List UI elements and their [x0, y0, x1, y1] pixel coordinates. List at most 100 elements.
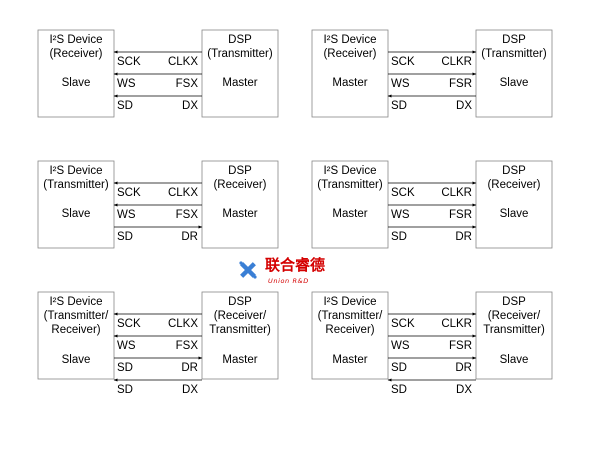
i2s-device-title: (Transmitter/: [318, 310, 384, 322]
dsp-title: (Receiver): [487, 179, 540, 191]
connection-diagram: I²S Device (Receiver) DSP (Transmitter) Slav…: [37, 29, 279, 118]
i2s-device-title: Receiver): [325, 324, 374, 336]
connection-diagram: I²S Device (Transmitter/Receiver) DSP (Rece…: [311, 291, 553, 396]
dsp-title: DSP: [228, 296, 252, 308]
connection-diagram: I²S Device (Transmitter/Receiver) DSP (Rece…: [37, 291, 279, 396]
signal-label-dsp: DX: [456, 100, 472, 112]
signal-label-i2s: SD: [117, 100, 133, 112]
dsp-title: (Transmitter): [481, 48, 547, 60]
i2s-device-title: I²S Device: [323, 165, 376, 177]
i2s-device-title: I²S Device: [323, 296, 376, 308]
i2s-device-title: I²S Device: [49, 165, 102, 177]
signal-label-dsp: FSX: [176, 78, 199, 90]
dsp-role: Slave: [500, 77, 529, 89]
i2s-device-title: Receiver): [51, 324, 100, 336]
signal-label-i2s: SCK: [391, 56, 415, 68]
i2s-device-box: [37, 160, 115, 249]
dsp-title: DSP: [502, 34, 526, 46]
signal-label-dsp: DX: [456, 384, 472, 396]
signal-label-dsp: CLKX: [168, 187, 198, 199]
i2s-device-role: Slave: [62, 354, 91, 366]
signal-label-dsp: DR: [455, 231, 472, 243]
dsp-role: Master: [222, 354, 257, 366]
i2s-device-title: (Transmitter): [43, 179, 109, 191]
dsp-title: (Receiver): [213, 179, 266, 191]
signal-label-i2s: SCK: [391, 318, 415, 330]
dsp-title: (Receiver/: [214, 310, 267, 322]
signal-label-i2s: SCK: [117, 56, 141, 68]
signal-label-dsp: FSX: [176, 340, 199, 352]
dsp-box: [201, 160, 279, 249]
signal-label-i2s: SD: [391, 231, 407, 243]
signal-label-dsp: CLKX: [168, 318, 198, 330]
dsp-role: Slave: [500, 208, 529, 220]
cross-logo-icon: [239, 261, 257, 279]
i2s-device-role: Master: [332, 208, 367, 220]
signal-label-i2s: WS: [117, 340, 136, 352]
dsp-role: Master: [222, 77, 257, 89]
signal-label-i2s: WS: [391, 209, 410, 221]
i2s-device-role: Slave: [62, 77, 91, 89]
signal-label-i2s: SCK: [117, 318, 141, 330]
dsp-box: [475, 29, 553, 118]
signal-label-dsp: FSR: [449, 78, 472, 90]
dsp-title: DSP: [228, 165, 252, 177]
signal-label-dsp: FSR: [449, 340, 472, 352]
signal-label-i2s: WS: [117, 209, 136, 221]
i2s-device-title: I²S Device: [49, 34, 102, 46]
i2s-device-title: I²S Device: [323, 34, 376, 46]
dsp-title: DSP: [502, 165, 526, 177]
signal-label-i2s: SD: [117, 231, 133, 243]
signal-label-dsp: FSX: [176, 209, 199, 221]
signal-label-dsp: DR: [181, 231, 198, 243]
watermark-logo: 联合睿德 Union R&D: [239, 256, 325, 285]
i2s-device-box: [311, 29, 389, 118]
dsp-title: Transmitter): [209, 324, 271, 336]
connection-diagram: I²S Device (Receiver) DSP (Transmitter) Mast…: [311, 29, 553, 118]
signal-label-i2s: SD: [391, 362, 407, 374]
signal-label-dsp: DR: [455, 362, 472, 374]
signal-label-i2s: SD: [117, 384, 133, 396]
signal-label-dsp: DX: [182, 100, 198, 112]
signal-label-i2s: SCK: [117, 187, 141, 199]
i2s-device-box: [311, 160, 389, 249]
signal-label-dsp: DX: [182, 384, 198, 396]
i2s-device-box: [311, 291, 389, 380]
signal-label-i2s: WS: [391, 78, 410, 90]
signal-label-dsp: CLKR: [441, 318, 472, 330]
dsp-title: (Receiver/: [488, 310, 541, 322]
i2s-device-title: (Transmitter/: [44, 310, 110, 322]
signal-label-dsp: CLKR: [441, 56, 472, 68]
i2s-device-title: (Receiver): [323, 48, 376, 60]
signal-label-i2s: SD: [391, 384, 407, 396]
i2s-device-role: Master: [332, 354, 367, 366]
i2s-device-role: Master: [332, 77, 367, 89]
signal-label-dsp: CLKR: [441, 187, 472, 199]
i2s-device-title: (Receiver): [49, 48, 102, 60]
i2s-device-title: I²S Device: [49, 296, 102, 308]
dsp-role: Master: [222, 208, 257, 220]
signal-label-i2s: SD: [391, 100, 407, 112]
dsp-title: DSP: [502, 296, 526, 308]
dsp-box: [475, 160, 553, 249]
connection-diagram: I²S Device (Transmitter) DSP (Receiver) Slav…: [37, 160, 279, 249]
connection-diagram: I²S Device(Transmitter)DSP(Receiver)Mast…: [311, 160, 553, 249]
i2s-device-role: Slave: [62, 208, 91, 220]
i2s-device-box: [37, 291, 115, 380]
dsp-title: DSP: [228, 34, 252, 46]
i2s-device-box: [37, 29, 115, 118]
signal-label-dsp: DR: [181, 362, 198, 374]
signal-label-i2s: SCK: [391, 187, 415, 199]
signal-label-dsp: CLKX: [168, 56, 198, 68]
dsp-box: [475, 291, 553, 380]
dsp-role: Slave: [500, 354, 529, 366]
dsp-title: Transmitter): [483, 324, 545, 336]
signal-label-dsp: FSR: [449, 209, 472, 221]
signal-label-i2s: WS: [391, 340, 410, 352]
dsp-box: [201, 291, 279, 380]
dsp-title: (Transmitter): [207, 48, 273, 60]
watermark-sub: Union R&D: [268, 277, 309, 285]
signal-label-i2s: WS: [117, 78, 136, 90]
watermark-name: 联合睿德: [265, 256, 325, 274]
